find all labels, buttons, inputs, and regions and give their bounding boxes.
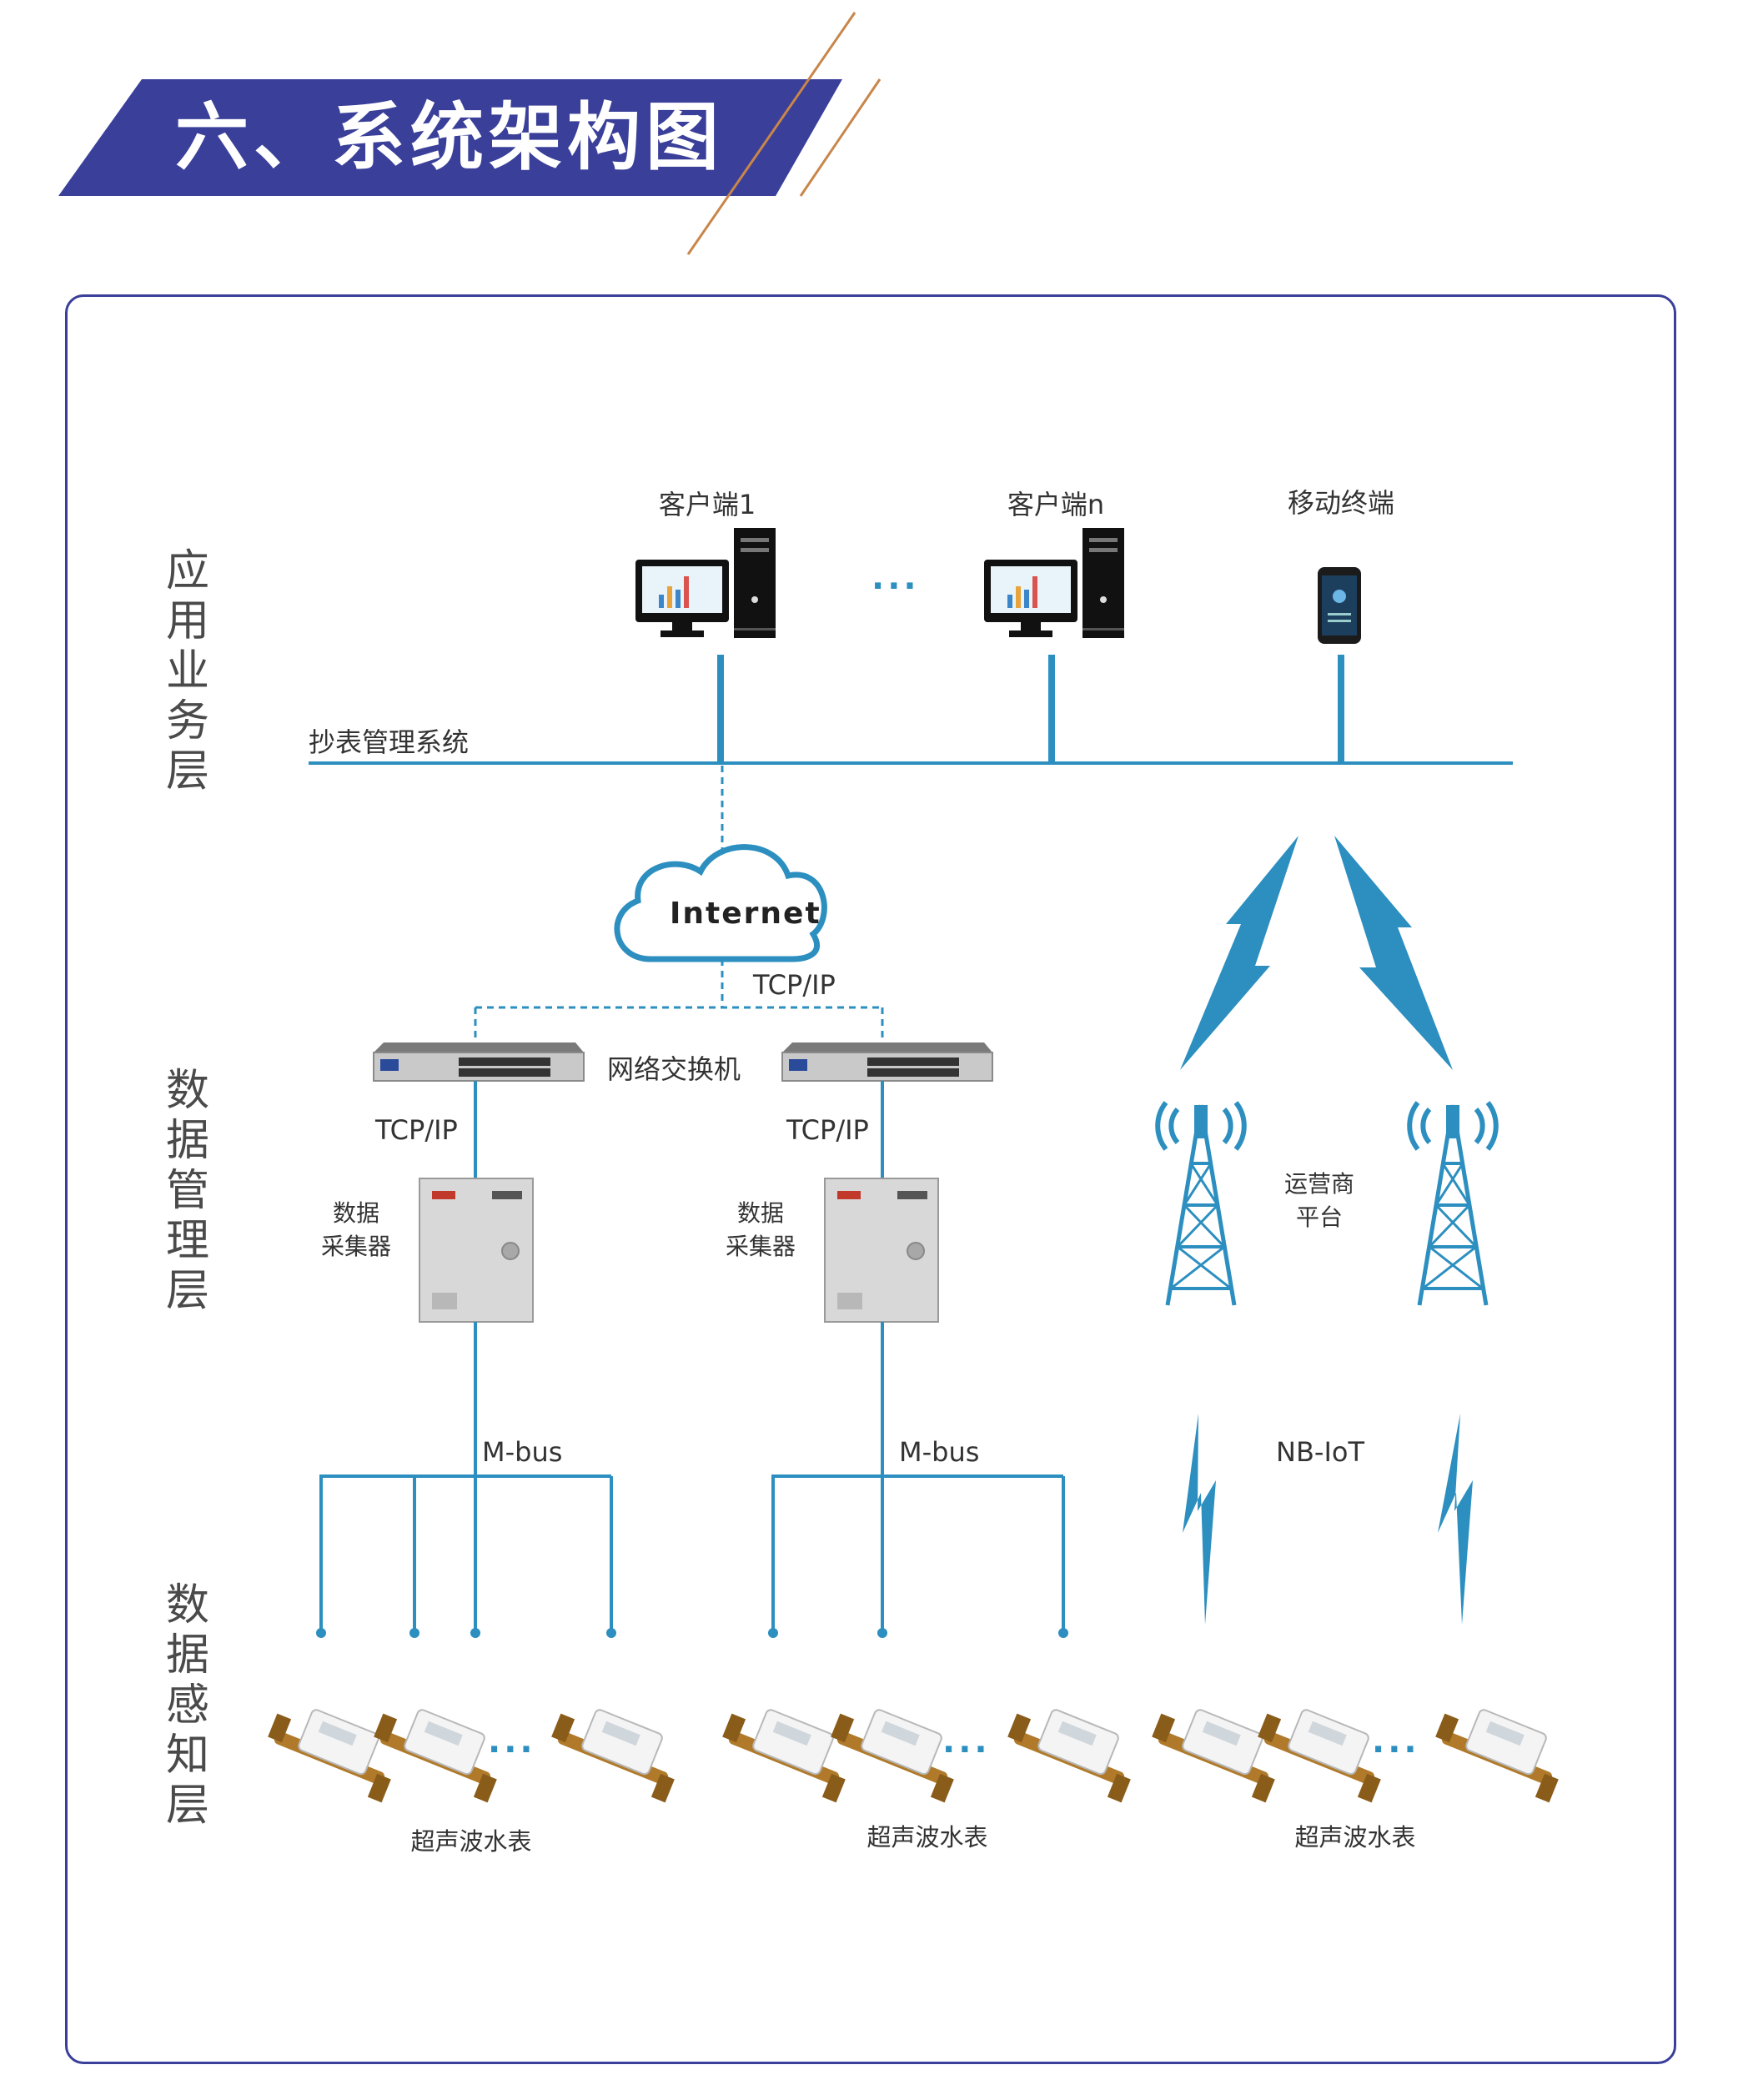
- client-n-label: 客户端n: [1007, 489, 1105, 520]
- data-collector-icon-right: [824, 1178, 939, 1323]
- page-title: 六、系统架构图: [175, 94, 725, 180]
- client-1-label: 客户端1: [658, 489, 756, 520]
- meter-system-label: 抄表管理系统: [309, 726, 470, 758]
- collector-left-line2: 采集器: [321, 1233, 392, 1260]
- lightning-signal-icon-small-left: [1183, 1414, 1216, 1625]
- data-collector-icon-left: [419, 1178, 534, 1323]
- internet-cloud-icon: [614, 844, 827, 962]
- smartphone-icon: [1318, 567, 1361, 644]
- internet-label: Internet: [670, 897, 821, 931]
- meter-group-1-label: 超声波水表: [410, 1827, 532, 1856]
- collector-right-line1: 数据: [737, 1199, 785, 1227]
- tcpip-left-label: TCP/IP: [375, 1114, 458, 1146]
- layer-label-application: 应用业务层: [165, 546, 209, 796]
- header-decoration-lines: [686, 12, 882, 255]
- diagram-frame: [65, 294, 1676, 2064]
- collector-right-label: 数据 采集器: [726, 1197, 796, 1264]
- meters-ellipsis-1: ···: [488, 1731, 536, 1769]
- meter-group-2-label: 超声波水表: [866, 1823, 988, 1851]
- tcpip-right-label: TCP/IP: [786, 1114, 869, 1146]
- water-meter-icon-group-2: [721, 1707, 1132, 1804]
- mobile-terminal-label: 移动终端: [1287, 487, 1395, 519]
- switch-label: 网络交换机: [607, 1053, 741, 1085]
- mbus-left-label: M-bus: [482, 1436, 563, 1468]
- lightning-signal-icon-large-right: [1334, 836, 1453, 1070]
- tcpip-top-label: TCP/IP: [753, 969, 836, 1001]
- collector-left-label: 数据 采集器: [321, 1197, 391, 1264]
- layer-label-data-perception: 数据感知层: [165, 1580, 209, 1831]
- water-meter-icon-group-3: [1151, 1707, 1560, 1804]
- network-switch-icon-right: [781, 1042, 993, 1082]
- cell-tower-icon-right: [1407, 1101, 1499, 1305]
- client-1-desktop-computer-icon: [635, 528, 776, 638]
- collector-right-line2: 采集器: [726, 1233, 796, 1260]
- clients-ellipsis: ···: [872, 567, 920, 605]
- network-switch-icon-left: [373, 1042, 585, 1082]
- mbus-right-label: M-bus: [899, 1436, 980, 1468]
- layer-label-data-management: 数据管理层: [165, 1066, 209, 1316]
- lightning-signal-icon-large-left: [1180, 836, 1298, 1070]
- operator-line1: 运营商: [1284, 1170, 1355, 1198]
- meters-ellipsis-3: ···: [1372, 1731, 1420, 1769]
- nbiot-label: NB-IoT: [1276, 1436, 1364, 1468]
- lightning-signal-icon-small-right: [1438, 1414, 1473, 1625]
- water-meter-icon-group-1: [267, 1707, 676, 1804]
- meters-ellipsis-2: ···: [942, 1731, 991, 1769]
- mbus-tree-right: [768, 1322, 1068, 1638]
- cell-tower-icon-left: [1155, 1101, 1247, 1305]
- collector-left-line1: 数据: [333, 1199, 380, 1227]
- meter-group-3-label: 超声波水表: [1294, 1823, 1416, 1851]
- operator-platform-label: 运营商 平台: [1284, 1168, 1354, 1234]
- client-n-desktop-computer-icon: [984, 528, 1124, 638]
- header-banner: [58, 79, 842, 196]
- mbus-tree-left: [316, 1322, 616, 1638]
- operator-line2: 平台: [1296, 1203, 1344, 1231]
